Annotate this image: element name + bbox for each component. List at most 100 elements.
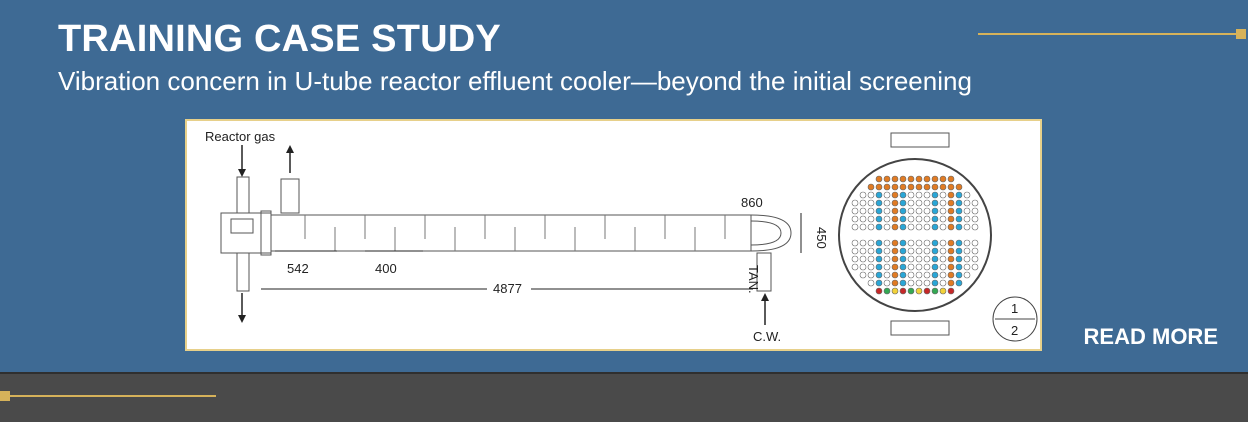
tube xyxy=(859,255,867,263)
tube xyxy=(883,271,891,279)
tube xyxy=(955,271,963,279)
tube xyxy=(899,271,907,279)
tube xyxy=(947,199,955,207)
tube xyxy=(883,223,891,231)
tube xyxy=(947,263,955,271)
tube xyxy=(915,239,923,247)
tube xyxy=(915,175,923,183)
tube xyxy=(931,207,939,215)
tube xyxy=(891,287,899,295)
tube xyxy=(939,215,947,223)
tube xyxy=(907,199,915,207)
tube xyxy=(931,239,939,247)
tube xyxy=(867,191,875,199)
tube xyxy=(939,279,947,287)
tube xyxy=(971,255,979,263)
tube xyxy=(931,215,939,223)
tube xyxy=(899,199,907,207)
tube xyxy=(867,199,875,207)
tube xyxy=(867,255,875,263)
tube xyxy=(875,223,883,231)
tube xyxy=(939,263,947,271)
tube xyxy=(851,199,859,207)
tube xyxy=(899,215,907,223)
tube xyxy=(923,247,931,255)
tube xyxy=(859,247,867,255)
tube xyxy=(931,263,939,271)
tube xyxy=(891,239,899,247)
tube xyxy=(955,223,963,231)
tube xyxy=(955,207,963,215)
tube xyxy=(963,223,971,231)
tube xyxy=(899,263,907,271)
tube xyxy=(947,255,955,263)
tube xyxy=(923,279,931,287)
pass-1-label: 1 xyxy=(1011,301,1018,316)
tube xyxy=(923,271,931,279)
tube xyxy=(939,183,947,191)
tube xyxy=(915,255,923,263)
tube xyxy=(931,223,939,231)
cw-nozzle xyxy=(756,252,772,292)
tube xyxy=(955,215,963,223)
tube xyxy=(915,279,923,287)
decorative-dot-bottom xyxy=(0,391,10,401)
tube xyxy=(875,287,883,295)
tube xyxy=(923,191,931,199)
tube xyxy=(883,215,891,223)
tube xyxy=(915,287,923,295)
shell xyxy=(270,214,752,252)
tube xyxy=(851,255,859,263)
tube xyxy=(867,215,875,223)
tube xyxy=(971,247,979,255)
tube xyxy=(971,199,979,207)
tube xyxy=(915,199,923,207)
tube xyxy=(891,255,899,263)
tube xyxy=(859,223,867,231)
tube xyxy=(899,247,907,255)
tube xyxy=(923,223,931,231)
tube xyxy=(947,207,955,215)
tube xyxy=(931,279,939,287)
tube xyxy=(891,279,899,287)
tube xyxy=(891,223,899,231)
tube xyxy=(923,263,931,271)
tube-grid xyxy=(851,175,979,295)
tube xyxy=(883,279,891,287)
read-more-button[interactable]: READ MORE xyxy=(1083,324,1218,349)
outlet-arrow-head xyxy=(286,145,294,153)
tube xyxy=(891,215,899,223)
tube xyxy=(891,191,899,199)
tube xyxy=(931,247,939,255)
tube xyxy=(923,255,931,263)
tube xyxy=(947,279,955,287)
tube xyxy=(915,223,923,231)
tube xyxy=(907,183,915,191)
tube xyxy=(963,271,971,279)
tube xyxy=(971,263,979,271)
bottom-nozzle xyxy=(236,252,250,292)
tube xyxy=(851,263,859,271)
tube xyxy=(851,223,859,231)
tube xyxy=(875,199,883,207)
tube xyxy=(859,191,867,199)
footer-bar xyxy=(0,372,1248,422)
tube xyxy=(939,287,947,295)
tube xyxy=(883,183,891,191)
tube xyxy=(883,191,891,199)
tube xyxy=(851,207,859,215)
cw-label: C.W. xyxy=(753,329,781,344)
tube xyxy=(875,239,883,247)
tube xyxy=(899,279,907,287)
decorative-line xyxy=(978,33,1240,35)
tube xyxy=(883,199,891,207)
decorative-dot xyxy=(1236,29,1246,39)
tube xyxy=(907,239,915,247)
tube xyxy=(859,239,867,247)
tube xyxy=(891,247,899,255)
tube xyxy=(923,239,931,247)
tube xyxy=(859,215,867,223)
tube xyxy=(923,175,931,183)
tube xyxy=(867,239,875,247)
tube xyxy=(939,247,947,255)
